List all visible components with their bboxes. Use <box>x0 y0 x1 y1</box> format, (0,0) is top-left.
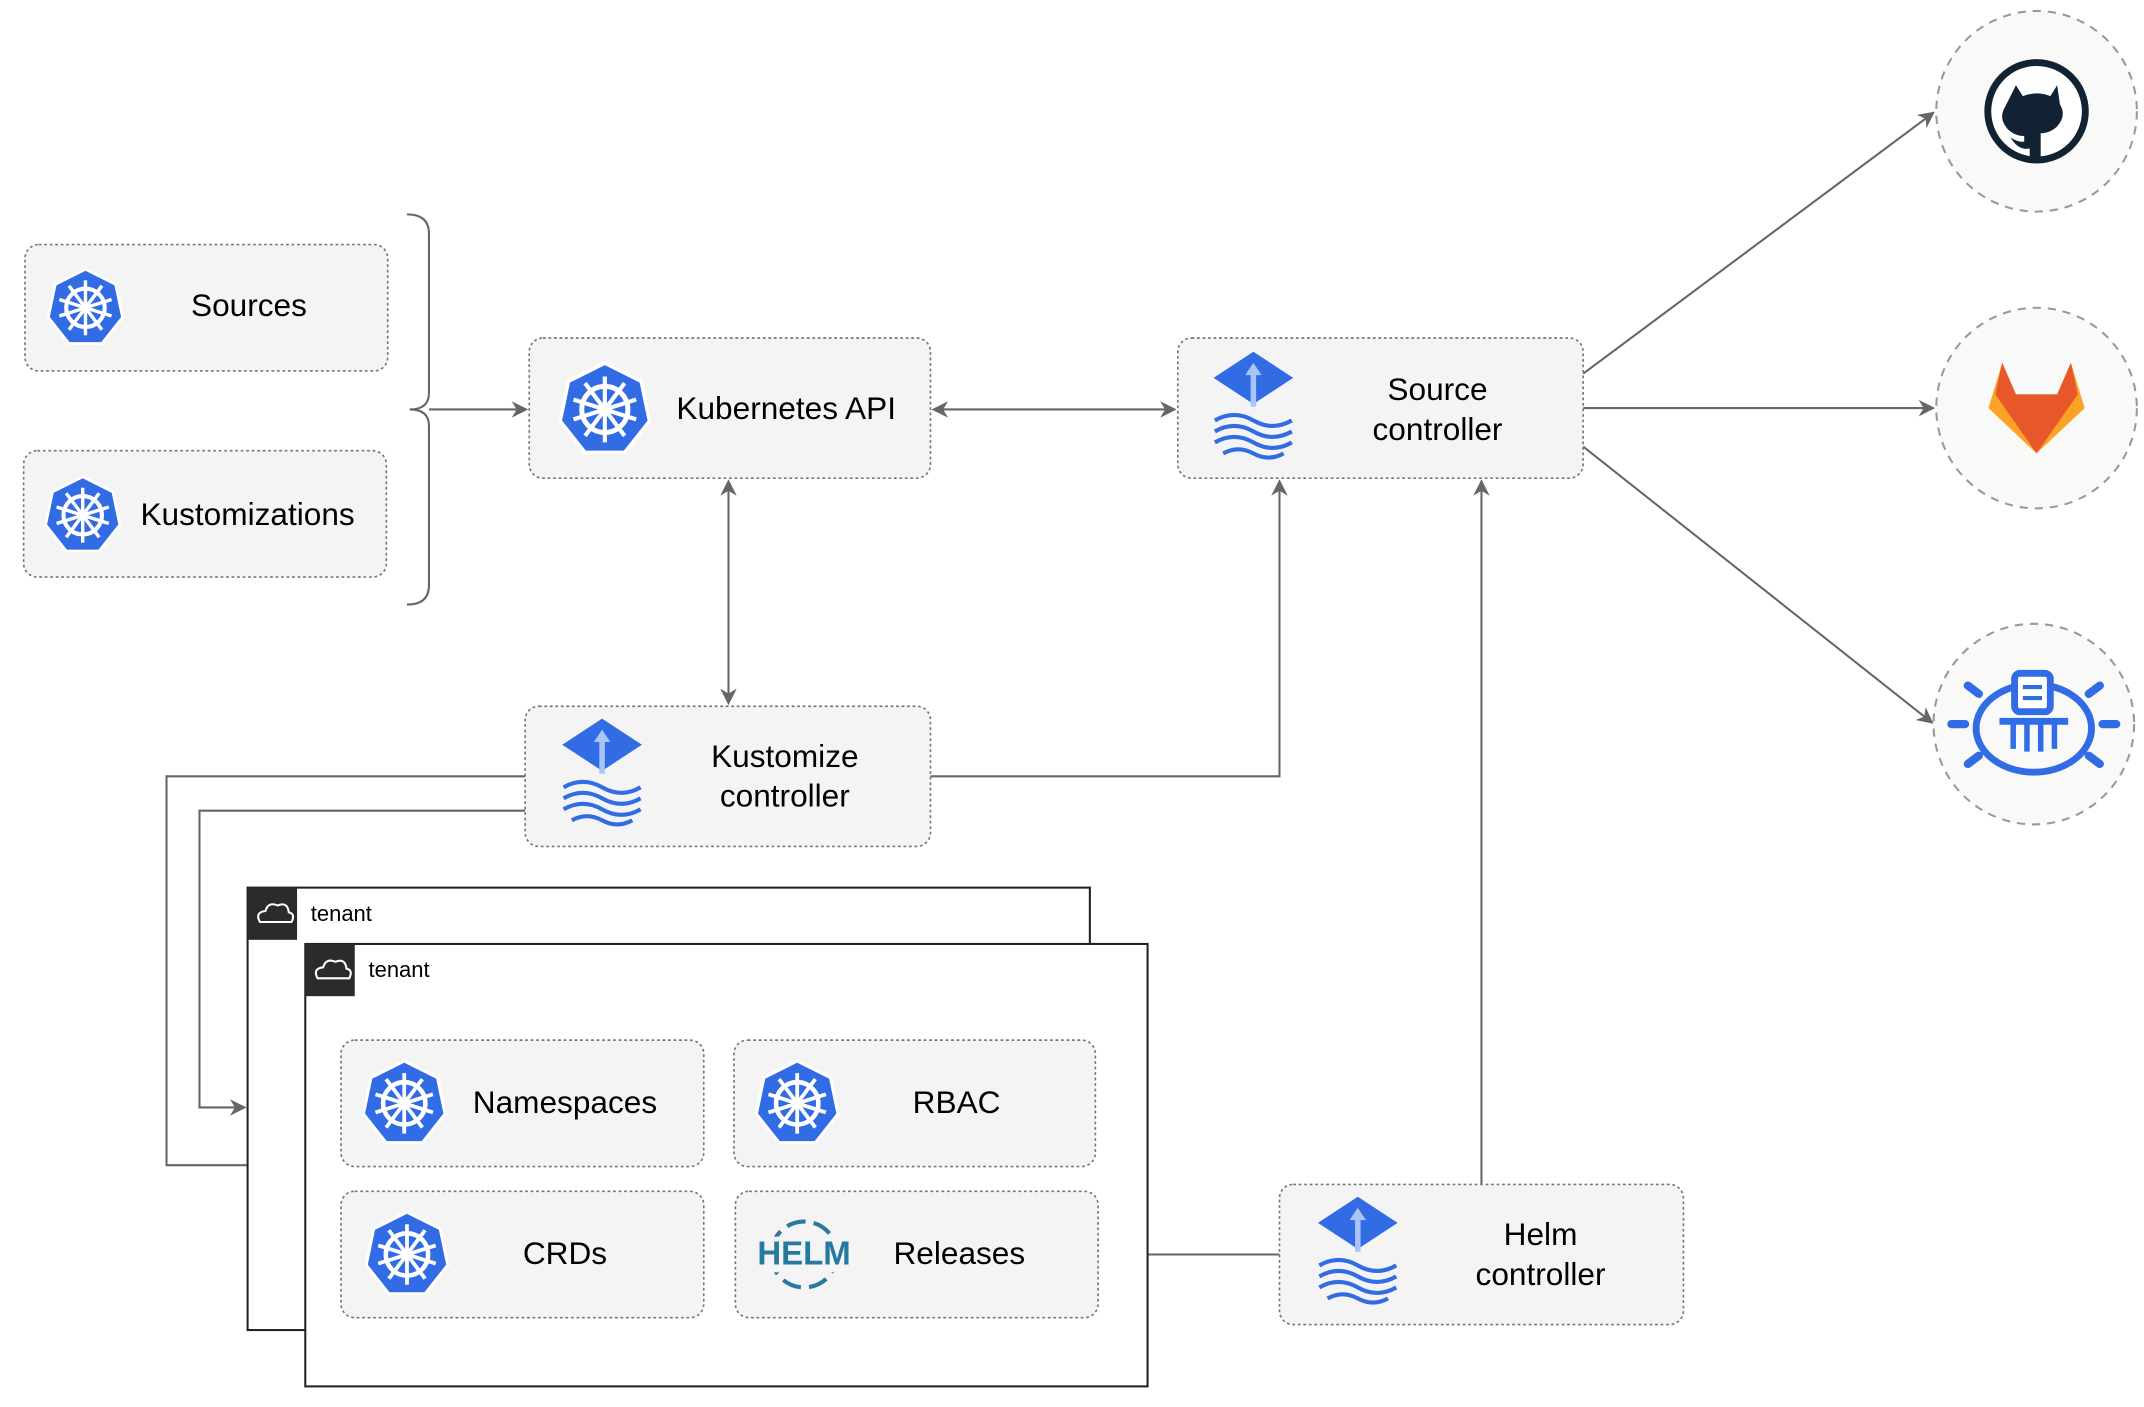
node-label: Kubernetes API <box>676 390 896 426</box>
node-sources[interactable]: Sources <box>24 243 389 372</box>
node-label: Releases <box>893 1235 1025 1271</box>
node-kubernetes-api[interactable]: Kubernetes API <box>528 337 932 479</box>
node-crds[interactable]: CRDs <box>340 1190 705 1319</box>
node-label: Kustomizations <box>140 496 354 532</box>
node-kustomizations[interactable]: Kustomizations <box>22 449 388 578</box>
node-label-line2: controller <box>1476 1256 1606 1292</box>
github-icon <box>1984 59 2089 164</box>
cloud-icon-bg <box>305 943 355 997</box>
node-label-line1: Source <box>1387 371 1487 407</box>
node-releases[interactable]: HELM Releases <box>734 1190 1099 1319</box>
helm-icon: HELM <box>757 1219 851 1290</box>
edge-kustomize-to-tenant-front <box>165 775 526 1174</box>
external-gitlab[interactable] <box>1935 306 2138 510</box>
node-source-controller[interactable]: Source controller <box>1176 337 1584 479</box>
node-label-line1: Kustomize <box>711 738 858 774</box>
edge-source-to-bucket <box>1582 445 1934 724</box>
node-rbac[interactable]: RBAC <box>733 1039 1097 1168</box>
helm-logo-text: HELM <box>757 1235 850 1272</box>
node-kustomize-controller[interactable]: Kustomize controller <box>524 705 932 848</box>
cloud-icon <box>314 959 352 980</box>
edge-kustomize-to-source <box>930 479 1288 778</box>
edge-kustomize-to-tenant-back <box>198 809 526 1116</box>
grouping-brace <box>406 213 430 606</box>
edge-source-to-github <box>1582 111 1935 375</box>
node-label-line2: controller <box>720 778 850 814</box>
cloud-icon-bg <box>247 887 298 940</box>
external-bucket[interactable] <box>1932 622 2136 826</box>
node-helm-controller[interactable]: Helm controller <box>1278 1183 1685 1326</box>
tenant-label: tenant <box>311 901 372 926</box>
node-namespaces[interactable]: Namespaces <box>340 1039 705 1168</box>
node-label: Sources <box>191 287 307 323</box>
node-label: Namespaces <box>473 1084 657 1120</box>
external-github[interactable] <box>1935 9 2138 213</box>
bucket-icon <box>1947 669 2121 776</box>
node-label: CRDs <box>523 1235 607 1271</box>
node-label: RBAC <box>913 1084 1001 1120</box>
tenant-label: tenant <box>369 957 430 982</box>
cloud-icon <box>257 903 295 924</box>
node-label-line2: controller <box>1373 411 1503 447</box>
gitlab-icon <box>1988 362 2085 454</box>
node-label-line1: Helm <box>1504 1216 1578 1252</box>
